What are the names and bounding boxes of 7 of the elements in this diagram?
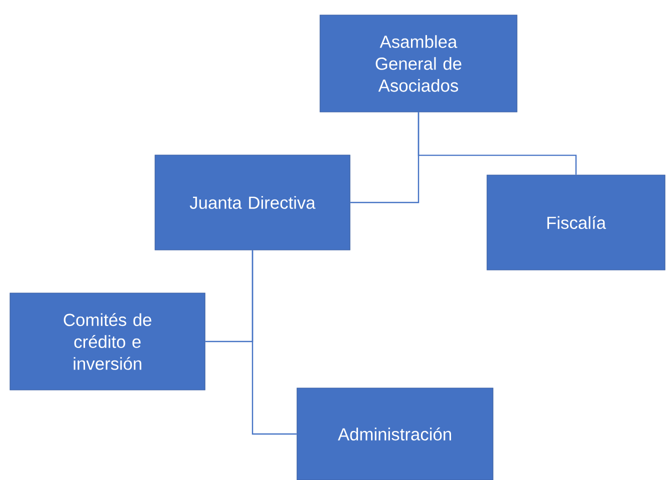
org-box: Asamblea General de Asociados [320, 14, 518, 112]
org-box: Comités de crédito e inversión [10, 292, 206, 390]
org-box: Fiscalía [486, 174, 666, 270]
connector-line [252, 250, 297, 435]
org-box: Juanta Directiva [154, 154, 350, 250]
org-box: Administración [296, 388, 494, 480]
connector-line [418, 112, 577, 175]
